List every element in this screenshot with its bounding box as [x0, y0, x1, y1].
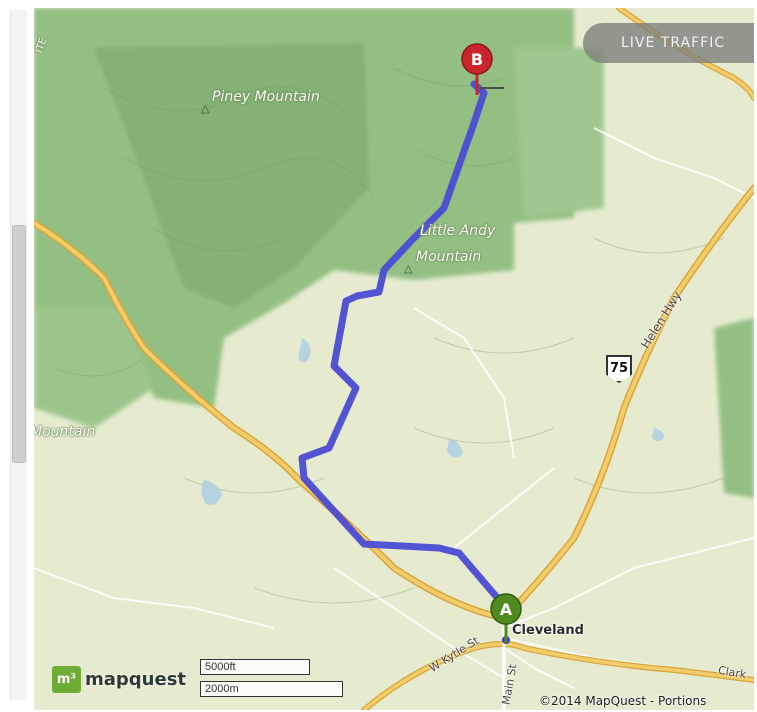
route-start-label: A — [500, 600, 513, 619]
map-base-layer — [34, 8, 754, 710]
terrain-ridges — [53, 67, 725, 604]
route-end-label: B — [471, 50, 483, 69]
page-scrollbar-thumb[interactable] — [12, 225, 26, 463]
forest-areas — [34, 8, 754, 498]
live-traffic-button[interactable]: LIVE TRAFFIC — [583, 23, 754, 63]
route-start-marker[interactable]: A — [489, 593, 523, 649]
scale-metric: 2000m — [200, 681, 343, 697]
town-label-cleveland: Cleveland — [512, 623, 584, 638]
scale-imperial: 5000ft — [200, 659, 310, 675]
mapquest-logo-icon: m³ — [52, 665, 81, 693]
peak-icon: △ — [404, 263, 413, 275]
minor-roads — [34, 127, 754, 689]
map-canvas[interactable]: ITE △ Piney Mountain Little Andy Mountai… — [34, 8, 754, 710]
peak-icon: △ — [201, 103, 210, 115]
water-bodies — [201, 338, 664, 505]
mapquest-logo[interactable]: m³ mapquest — [52, 663, 186, 695]
mountain-left-label: Mountain — [34, 424, 96, 440]
route-end-marker[interactable]: B — [460, 43, 494, 99]
little-andy-label-line1: Little Andy — [420, 223, 496, 239]
piney-mountain-label: Piney Mountain — [212, 89, 320, 105]
map-copyright[interactable]: ©2014 MapQuest - Portions — [539, 694, 707, 708]
mapquest-logo-text: mapquest — [85, 668, 187, 690]
route-line — [298, 80, 510, 612]
little-andy-label-line2: Mountain — [416, 249, 482, 265]
